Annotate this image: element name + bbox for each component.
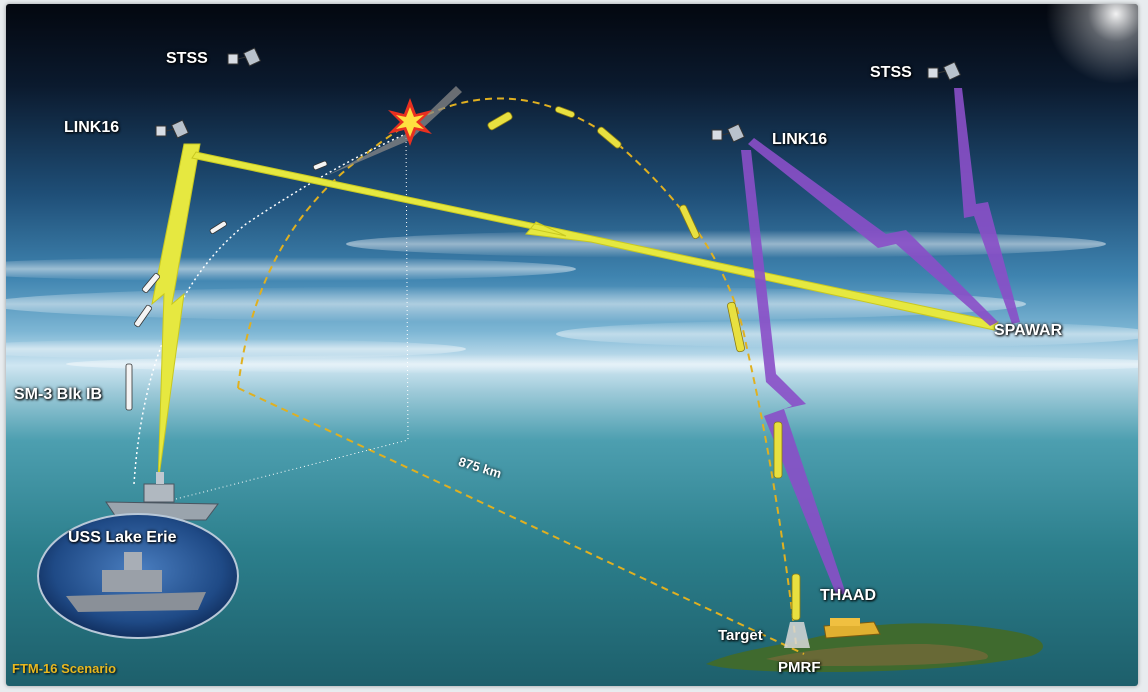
satellite-stss-right bbox=[927, 61, 962, 81]
target-trajectory bbox=[237, 97, 797, 645]
scenario-diagram: STSS LINK16 STSS LINK16 SPAWAR SM-3 Blk … bbox=[6, 4, 1138, 686]
link16-datalink bbox=[151, 143, 999, 485]
spawar-datalink bbox=[741, 88, 1020, 594]
label-target: Target bbox=[718, 627, 763, 644]
sun-glare bbox=[1046, 4, 1138, 84]
cloud-bands bbox=[6, 230, 1138, 374]
label-link16-right: LINK16 bbox=[772, 131, 828, 148]
intercept-explosion bbox=[388, 98, 432, 146]
island-pmrf bbox=[706, 623, 1043, 672]
interceptor-trajectory bbox=[133, 133, 407, 485]
label-link16-left: LINK16 bbox=[64, 119, 120, 136]
satellite-link16-right bbox=[711, 123, 746, 143]
ship-photo-inset bbox=[37, 513, 239, 639]
label-ship: USS Lake Erie bbox=[68, 529, 177, 546]
satellite-stss-left bbox=[227, 47, 262, 67]
label-stss-left: STSS bbox=[166, 50, 208, 67]
label-pmrf: PMRF bbox=[778, 659, 821, 676]
label-spawar: SPAWAR bbox=[994, 322, 1063, 339]
label-stss-right: STSS bbox=[870, 64, 912, 81]
interceptor-sequence bbox=[125, 160, 328, 411]
target-missile-sequence bbox=[487, 106, 801, 621]
label-sm3: SM-3 Blk IB bbox=[14, 386, 103, 403]
scenario-scene bbox=[6, 4, 1138, 686]
scenario-caption: FTM-16 Scenario bbox=[12, 661, 117, 676]
launch-plume bbox=[784, 622, 810, 648]
label-thaad: THAAD bbox=[820, 587, 876, 604]
ground-range-line bbox=[237, 387, 805, 655]
satellite-link16-left bbox=[155, 119, 190, 139]
thaad-battery bbox=[823, 618, 881, 639]
kill-vehicle-streak bbox=[326, 86, 462, 176]
